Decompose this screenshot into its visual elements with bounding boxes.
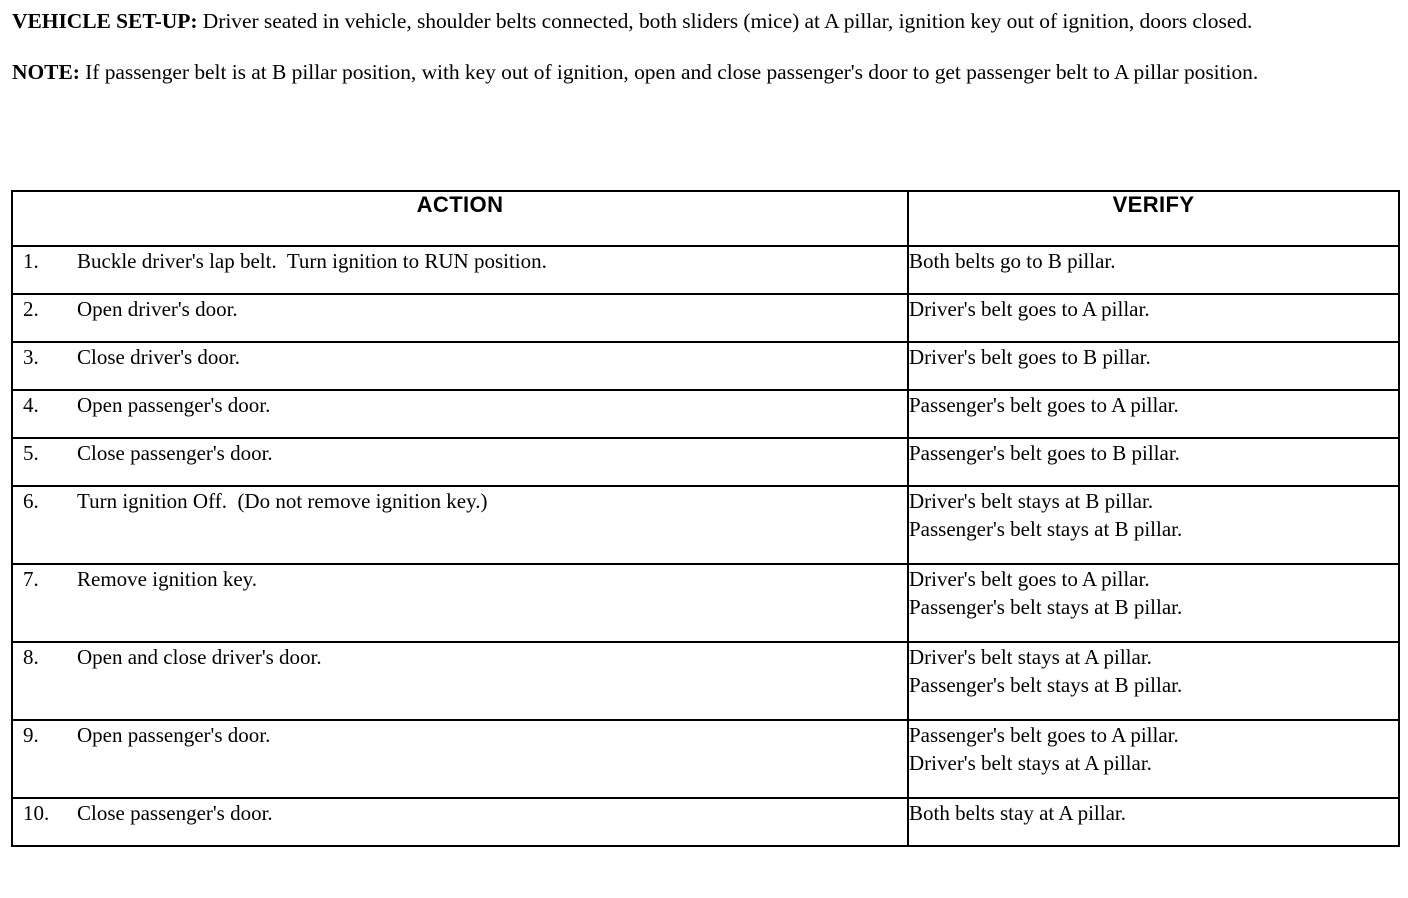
action-text: Close passenger's door. [77,801,273,825]
action-cell: 5. Close passenger's door. [11,437,909,487]
action-inner: 3. Close driver's door. [13,343,907,371]
action-cell: 6. Turn ignition Off. (Do not remove igni… [11,485,909,565]
step-number: 7. [23,567,39,591]
table-row: 9. Open passenger's door. Passenger's belt… [11,719,1400,799]
table-row: 7. Remove ignition key. Driver's belt goes… [11,563,1400,643]
table-row: 4. Open passenger's door. Passenger's belt… [11,389,1400,439]
action-text: Open passenger's door. [77,723,271,747]
verify-cell: Driver's belt goes to A pillar. Passenger… [907,563,1400,643]
verify-cell: Passenger's belt goes to A pillar. [907,389,1400,439]
verify-cell: Driver's belt goes to A pillar. [907,293,1400,343]
action-cell: 4. Open passenger's door. [11,389,909,439]
verify-text: Driver's belt stays at A pillar. [909,751,1152,775]
table-body: 1. Buckle driver's lap belt. Turn ignitio… [11,245,1400,847]
action-cell: 1. Buckle driver's lap belt. Turn ignitio… [11,245,909,295]
action-text: Close passenger's door. [77,441,273,465]
verify-text: Passenger's belt stays at B pillar. [909,673,1183,697]
step-number: 9. [23,723,39,747]
action-cell: 10. Close passenger's door. [11,797,909,847]
action-inner: 5. Close passenger's door. [13,439,907,467]
column-header-action: ACTION [11,190,909,247]
table-row: 8. Open and close driver's door. Driver's … [11,641,1400,721]
action-cell: 8. Open and close driver's door. [11,641,909,721]
verify-text: Both belts go to B pillar. [909,249,1116,273]
action-text: Open and close driver's door. [77,645,322,669]
action-text: Turn ignition Off. (Do not remove igniti… [77,489,488,513]
vehicle-setup-paragraph: VEHICLE SET-UP: Driver seated in vehicle… [12,9,1394,35]
note-paragraph: NOTE: If passenger belt is at B pillar p… [12,60,1394,86]
action-cell: 3. Close driver's door. [11,341,909,391]
verify-cell: Driver's belt stays at A pillar. Passenge… [907,641,1400,721]
step-number: 6. [23,489,39,513]
table-row: 10. Close passenger's door. Both belts sta… [11,797,1400,847]
action-inner: 6. Turn ignition Off. (Do not remove igni… [13,487,907,515]
verify-cell: Both belts stay at A pillar. [907,797,1400,847]
verify-text: Passenger's belt goes to B pillar. [909,441,1180,465]
procedure-table-container: ACTION VERIFY 1. Buckle driver's lap belt… [11,190,1400,847]
verify-text: Passenger's belt goes to A pillar. [909,723,1179,747]
step-number: 10. [23,801,50,825]
verify-text: Driver's belt goes to A pillar. [909,567,1150,591]
vehicle-setup-label: VEHICLE SET-UP: [12,9,198,33]
verify-cell: Both belts go to B pillar. [907,245,1400,295]
vehicle-setup-text: Driver seated in vehicle, shoulder belts… [197,9,1253,33]
action-text: Close driver's door. [77,345,241,369]
verify-text: Passenger's belt stays at B pillar. [909,517,1183,541]
verify-cell: Driver's belt goes to B pillar. [907,341,1400,391]
verify-text: Driver's belt goes to A pillar. [909,297,1150,321]
action-inner: 2. Open driver's door. [13,295,907,323]
verify-text: Passenger's belt goes to A pillar. [909,393,1179,417]
action-text: Remove ignition key. [77,567,258,591]
action-inner: 10. Close passenger's door. [13,799,907,827]
action-cell: 9. Open passenger's door. [11,719,909,799]
action-inner: 8. Open and close driver's door. [13,643,907,671]
step-number: 5. [23,441,39,465]
step-number: 3. [23,345,39,369]
table-header: ACTION VERIFY [11,190,1400,247]
action-text: Open driver's door. [77,297,238,321]
action-inner: 7. Remove ignition key. [13,565,907,593]
intro-section: VEHICLE SET-UP: Driver seated in vehicle… [0,0,1408,85]
note-label: NOTE: [12,59,80,84]
procedure-table: ACTION VERIFY 1. Buckle driver's lap belt… [11,190,1400,847]
step-number: 1. [23,249,39,273]
action-inner: 4. Open passenger's door. [13,391,907,419]
table-row: 1. Buckle driver's lap belt. Turn ignitio… [11,245,1400,295]
verify-text: Both belts stay at A pillar. [909,801,1126,825]
table-row: 5. Close passenger's door. Passenger's bel… [11,437,1400,487]
table-row: 6. Turn ignition Off. (Do not remove igni… [11,485,1400,565]
action-text: Open passenger's door. [77,393,271,417]
step-number: 8. [23,645,39,669]
action-text: Buckle driver's lap belt. Turn ignition … [77,249,547,273]
table-row: 2. Open driver's door. Driver's belt goes … [11,293,1400,343]
table-header-row: ACTION VERIFY [11,190,1400,247]
step-number: 4. [23,393,39,417]
column-header-verify: VERIFY [907,190,1400,247]
action-cell: 2. Open driver's door. [11,293,909,343]
verify-text: Driver's belt goes to B pillar. [909,345,1151,369]
verify-cell: Passenger's belt goes to B pillar. [907,437,1400,487]
verify-text: Driver's belt stays at A pillar. [909,645,1152,669]
step-number: 2. [23,297,39,321]
verify-text: Driver's belt stays at B pillar. [909,489,1154,513]
action-inner: 1. Buckle driver's lap belt. Turn ignitio… [13,247,907,275]
table-row: 3. Close driver's door. Driver's belt goes… [11,341,1400,391]
verify-cell: Driver's belt stays at B pillar. Passenge… [907,485,1400,565]
action-cell: 7. Remove ignition key. [11,563,909,643]
verify-cell: Passenger's belt goes to A pillar. Driver… [907,719,1400,799]
note-text: If passenger belt is at B pillar positio… [79,59,1259,84]
verify-text: Passenger's belt stays at B pillar. [909,595,1183,619]
action-inner: 9. Open passenger's door. [13,721,907,749]
